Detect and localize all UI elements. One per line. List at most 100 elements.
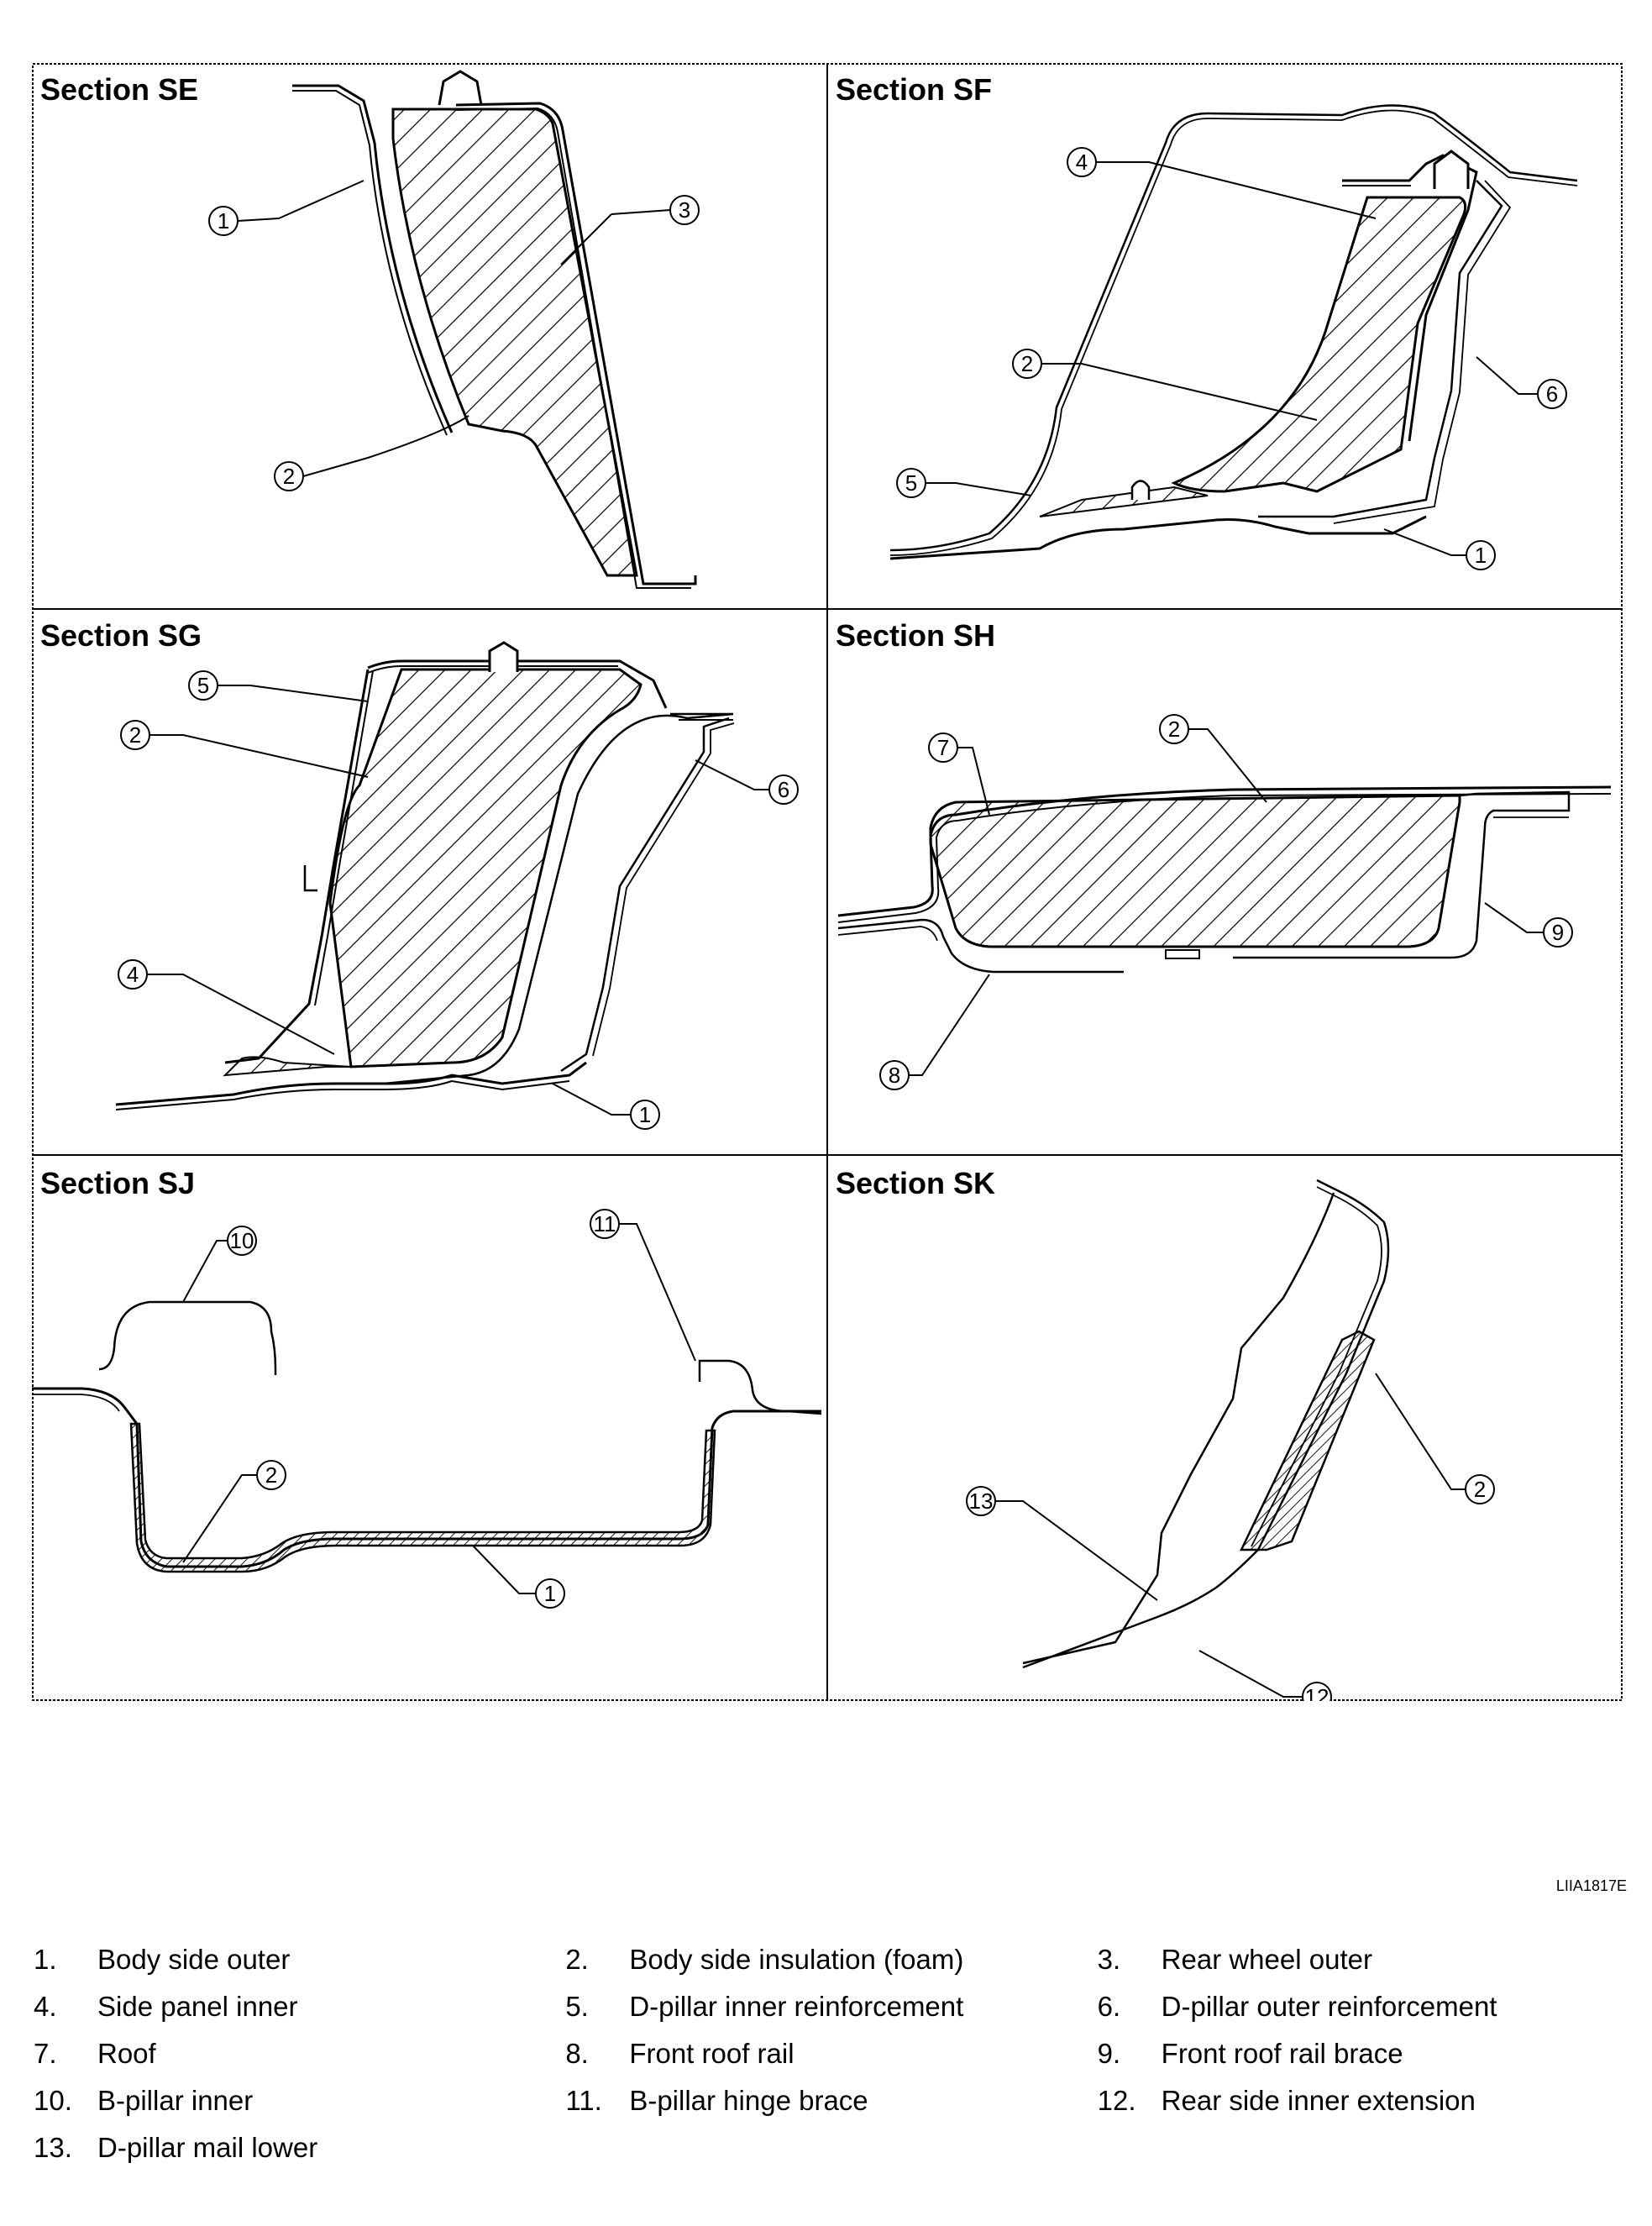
sg-inner-reinforcement [367,659,668,709]
sg-outer-reinforcement [384,712,734,1085]
legend-label: Roof [97,2038,156,2069]
se-clip [438,70,483,106]
legend-number: 5. [565,1991,589,2022]
legend-item: 1.Body side outer [34,1944,565,1976]
sg-callout: 1 [639,1102,651,1127]
legend-item: 8. Front roof rail [565,2038,1097,2070]
se-side-panel [292,84,454,433]
legend-row: 7. Roof 8. Front roof rail 9.Front roof ra… [34,2030,1629,2077]
sg-callout: 5 [197,673,209,698]
legend-number: 11. [565,2085,602,2116]
sj-callout: 2 [265,1462,277,1488]
sj-callout: 1 [544,1581,556,1606]
legend-number: 7. [34,2038,57,2069]
sf-foam-insulation [1171,196,1467,493]
sj-b-pillar-inner [98,1300,277,1375]
section-sf: Section SF 4 2 5 6 1 [836,72,1578,570]
sg-foam-insulation [328,668,642,1068]
se-wheel-outer [455,102,697,585]
legend-label: Rear wheel outer [1161,1944,1372,1975]
parts-legend: 1.Body side outer 2. Body side insulation… [34,1936,1629,2171]
legend-label: Front roof rail brace [1161,2038,1403,2069]
legend-item: 2. Body side insulation (foam) [565,1944,1097,1976]
sf-callout: 1 [1475,543,1487,568]
legend-label: B-pillar hinge brace [629,2085,868,2116]
figure-code: LIIA1817E [1555,1877,1627,1894]
section-se: Section SE 1 2 3 [40,70,700,589]
legend-label: Rear side inner extension [1161,2085,1476,2116]
sf-roof-line [889,104,1578,552]
sh-roof-rail-brace [1233,790,1571,959]
legend-label: Body side insulation (foam) [629,1944,964,1975]
legend-label: D-pillar mail lower [97,2132,318,2163]
legend-number: 12. [1097,2085,1136,2116]
sections-grid: Section SE 1 2 3 Section SF [32,63,1623,1701]
sf-clip [1433,150,1470,189]
se-side-panel-inner [292,90,448,436]
sh-foam-insulation [929,794,1461,948]
sh-front-roof-rail [837,918,1124,974]
se-foam-insulation [391,108,638,577]
se-callout: 1 [218,208,229,234]
sk-callout: 12 [1305,1684,1329,1701]
sk-callout: 13 [969,1488,994,1514]
legend-number: 4. [34,1991,57,2022]
legend-item: 3. Rear wheel outer [1098,1944,1629,1976]
section-sf-title: Section SF [836,72,992,107]
legend-row: 10.B-pillar inner 11. B-pillar hinge brac… [34,2077,1629,2124]
sf-outer-reinforcement [1258,180,1503,518]
sh-callout: 9 [1552,920,1564,945]
sf-callout: 4 [1076,150,1088,175]
legend-number: 8. [565,2038,589,2069]
legend-item: 12. Rear side inner extension [1098,2085,1629,2117]
section-se-title: Section SE [40,72,198,107]
sf-callout: 2 [1021,351,1033,376]
sh-roof [837,785,1612,917]
sh-callout: 7 [937,735,949,760]
sk-foam-insulation [1240,1330,1376,1551]
se-wheel-outer-inner [455,107,691,589]
legend-row: 4. Side panel inner 5.D-pillar inner rein… [34,1983,1629,2030]
legend-label: D-pillar outer reinforcement [1161,1991,1497,2022]
legend-item: 13.D-pillar mail lower [34,2132,595,2164]
legend-number: 2. [565,1944,589,1975]
sg-callout: 6 [778,777,789,802]
sf-body-side-outer [889,515,1427,560]
legend-item: 6. D-pillar outer reinforcement [1098,1991,1629,2023]
section-sg: Section SG 5 2 6 4 [40,618,799,1130]
legend-number: 6. [1097,1991,1121,2022]
section-sj: Section SJ 10 11 2 1 [32,1166,822,1609]
legend-item: 11. B-pillar hinge brace [565,2085,1097,2117]
section-sg-title: Section SG [40,618,202,653]
legend-item: 9.Front roof rail brace [1098,2038,1629,2070]
legend-number: 3. [1097,1944,1121,1975]
sh-callout: 8 [889,1063,900,1088]
legend-label: Front roof rail [629,2038,795,2069]
sj-foam-insulation [129,1422,716,1573]
sg-body-side-outer [115,1061,587,1106]
legend-label: B-pillar inner [97,2085,254,2116]
section-sk-title: Section SK [836,1166,995,1200]
sg-clip [488,641,519,672]
legend-row: 13.D-pillar mail lower [34,2124,1629,2171]
legend-number: 1. [34,1944,57,1975]
sg-d-pillar-outer [560,717,730,1073]
legend-item: 7. Roof [34,2038,565,2070]
sg-callout: 2 [129,722,141,748]
sg-callout: 4 [127,962,139,987]
sf-callout: 6 [1546,381,1558,407]
se-callout: 3 [679,197,690,223]
sj-hinge-brace [698,1359,822,1415]
section-sh: Section SH 7 2 9 8 [836,618,1612,1090]
sk-side-inner-extension [1022,1192,1335,1665]
legend-item: 5.D-pillar inner reinforcement [565,1991,1097,2023]
legend-item: 10.B-pillar inner [34,2085,565,2117]
sf-callout: 5 [905,470,917,496]
sk-callout: 2 [1474,1477,1486,1502]
section-sh-title: Section SH [836,618,995,653]
sh-callout: 2 [1168,717,1180,742]
sj-callout: 10 [230,1228,254,1253]
section-sj-title: Section SJ [40,1166,195,1200]
se-callout: 2 [283,464,295,489]
legend-label: Side panel inner [97,1991,298,2022]
